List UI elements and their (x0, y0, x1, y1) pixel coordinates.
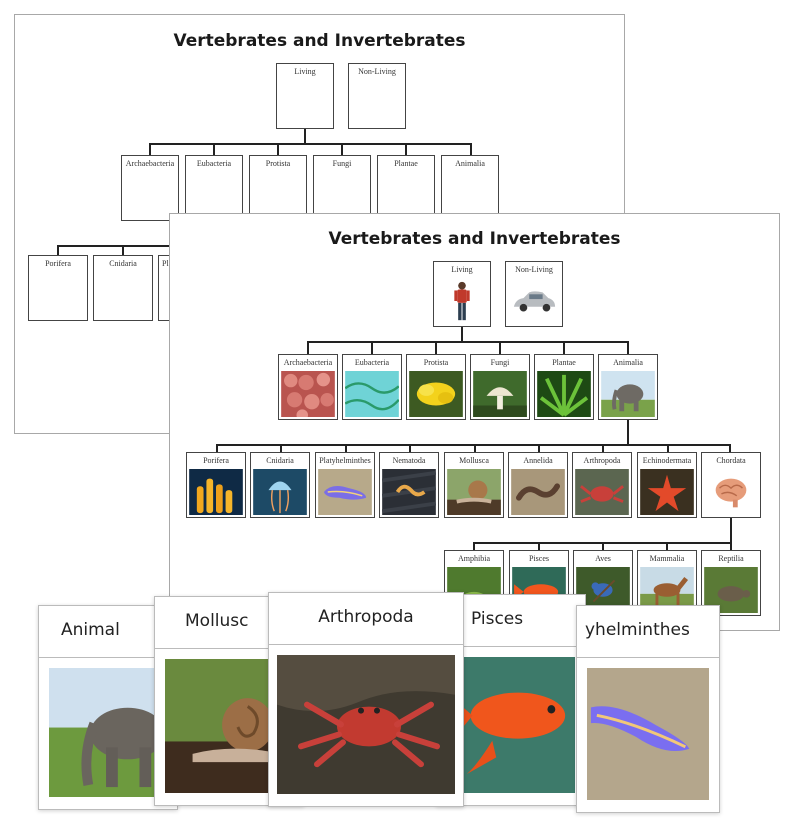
jellyfish-icon (253, 469, 307, 515)
line-phyla-bar (216, 444, 730, 446)
back-line-phyla-bar (57, 245, 197, 247)
card-platyhelminthes: yhelminthes (576, 605, 720, 813)
line-kingdoms-bar (307, 341, 628, 343)
protista-icon (409, 371, 463, 417)
snail-icon (447, 469, 501, 515)
back-node-archaebacteria: Archaebacteria (121, 155, 179, 221)
node-platyhelminthes: Platyhelminthes (315, 452, 375, 518)
back-node-protista: Protista (249, 155, 307, 221)
node-non-living: Non-Living (505, 261, 563, 327)
card-label: yhelminthes (585, 620, 690, 640)
back-node-animalia: Animalia (441, 155, 499, 221)
back-node-fungi: Fungi (313, 155, 371, 221)
back-line-k4 (405, 143, 407, 155)
line-c2 (602, 542, 604, 550)
back-line-k1 (213, 143, 215, 155)
back-node-eubacteria: Eubacteria (185, 155, 243, 221)
node-arthropoda: Arthropoda (572, 452, 632, 518)
card-arthropoda: Arthropoda (268, 592, 464, 807)
line-p0 (216, 444, 218, 452)
mushroom-icon (473, 371, 527, 417)
line-k1 (371, 341, 373, 354)
line-k2 (435, 341, 437, 354)
back-line-k3 (341, 143, 343, 155)
front-chart-sheet: Vertebrates and Invertebrates Living Non… (169, 213, 780, 631)
card-label: Animal (61, 620, 120, 640)
earthworm-icon (511, 469, 565, 515)
archaebacteria-icon (281, 371, 335, 417)
back-line-p0 (57, 245, 59, 255)
fish-icon (447, 657, 575, 793)
line-c3 (666, 542, 668, 550)
node-fungi: Fungi (470, 354, 530, 420)
back-line-k0 (149, 143, 151, 155)
line-k5 (627, 341, 629, 354)
fern-icon (537, 371, 591, 417)
node-animalia: Animalia (598, 354, 658, 420)
node-nematoda: Nematoda (379, 452, 439, 518)
back-line-p1 (122, 245, 124, 255)
back-node-cnidaria: Cnidaria (93, 255, 153, 321)
car-icon (508, 278, 560, 324)
line-p4 (474, 444, 476, 452)
node-cnidaria: Cnidaria (250, 452, 310, 518)
line-p3 (409, 444, 411, 452)
node-eubacteria: Eubacteria (342, 354, 402, 420)
node-plantae: Plantae (534, 354, 594, 420)
brain-icon (704, 469, 758, 515)
back-sheet-title: Vertebrates and Invertebrates (173, 31, 466, 51)
node-living: Living (433, 261, 491, 327)
line-p5 (538, 444, 540, 452)
line-c1 (538, 542, 540, 550)
line-k4 (563, 341, 565, 354)
node-reptilia: Reptilia (701, 550, 761, 616)
node-chordata: Chordata (701, 452, 761, 518)
back-node-porifera: Porifera (28, 255, 88, 321)
card-label: Pisces (471, 609, 524, 629)
line-c4 (730, 542, 732, 550)
elephant-icon (49, 668, 167, 797)
line-k0 (307, 341, 309, 354)
line-p1 (280, 444, 282, 452)
back-node-plantae: Plantae (377, 155, 435, 221)
back-node-non-living: Non-Living (348, 63, 406, 129)
person-icon (436, 278, 488, 324)
card-label: Arthropoda (318, 607, 414, 627)
back-node-living: Living (276, 63, 334, 129)
back-line-kingdoms-bar (149, 143, 471, 145)
line-c0 (473, 542, 475, 550)
elephant-icon (601, 371, 655, 417)
line-animalia-down (627, 420, 629, 444)
card-label: Mollusc (185, 611, 249, 631)
starfish-icon (640, 469, 694, 515)
sponge-icon (189, 469, 243, 515)
back-line-k2 (277, 143, 279, 155)
flatworm-icon (318, 469, 372, 515)
eubacteria-icon (345, 371, 399, 417)
line-p7 (667, 444, 669, 452)
line-chordata-down (730, 518, 732, 542)
roundworm-icon (382, 469, 436, 515)
node-echinodermata: Echinodermata (637, 452, 697, 518)
line-p6 (602, 444, 604, 452)
crab-icon (575, 469, 629, 515)
back-line-living-down (304, 129, 306, 143)
line-p8 (729, 444, 731, 452)
crab-icon (277, 655, 455, 794)
flatworm-icon (587, 668, 709, 800)
node-protista: Protista (406, 354, 466, 420)
back-line-k5 (470, 143, 472, 155)
line-p2 (345, 444, 347, 452)
node-porifera: Porifera (186, 452, 246, 518)
node-annelida: Annelida (508, 452, 568, 518)
line-k3 (499, 341, 501, 354)
node-mollusca: Mollusca (444, 452, 504, 518)
front-sheet-title: Vertebrates and Invertebrates (328, 229, 621, 249)
line-living-down (461, 327, 463, 341)
node-archaebacteria: Archaebacteria (278, 354, 338, 420)
